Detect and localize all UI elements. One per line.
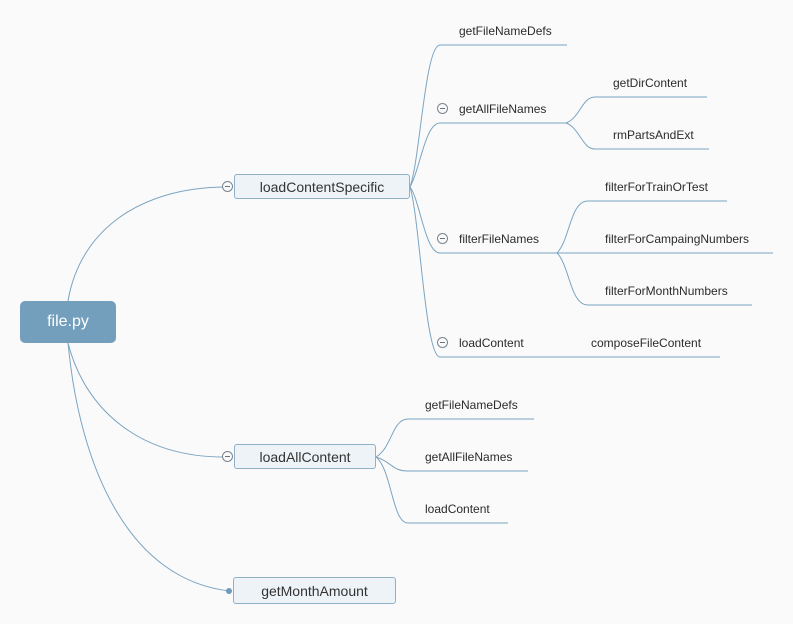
- collapse-filterfilenames-icon[interactable]: [437, 233, 448, 244]
- node-lac-loadcontent[interactable]: loadContent: [425, 502, 490, 516]
- connector-root-loadallcontent: [67, 342, 225, 458]
- node-loadcontentspecific[interactable]: loadContentSpecific: [234, 174, 410, 199]
- connector-lcs-getallfilenames: [409, 122, 566, 188]
- connector-ffn-train: [556, 200, 727, 254]
- node-lac-getfilenamedefs[interactable]: getFileNameDefs: [425, 398, 518, 412]
- node-getmonthamount[interactable]: getMonthAmount: [233, 577, 396, 604]
- node-rmpartsandext[interactable]: rmPartsAndExt: [613, 128, 694, 142]
- node-loadcontentspecific-label: loadContentSpecific: [259, 178, 385, 195]
- node-loadallcontent-label: loadAllContent: [259, 448, 351, 465]
- root-node-label: file.py: [47, 313, 89, 330]
- node-getmonthamount-label: getMonthAmount: [261, 582, 368, 599]
- node-loadallcontent[interactable]: loadAllContent: [234, 444, 376, 469]
- connector-ffn-month: [556, 252, 752, 306]
- collapse-loadcontent-icon[interactable]: [437, 337, 448, 348]
- connector-lac-loadcontent: [375, 456, 508, 524]
- node-getfilenamedefs[interactable]: getFileNameDefs: [459, 24, 552, 38]
- connector-endpoint-dot: [226, 588, 232, 594]
- connector-lac-getallfilenames: [375, 456, 528, 472]
- connector-lac-getfilenamedefs: [375, 418, 534, 458]
- collapse-loadallcontent-icon[interactable]: [222, 451, 233, 462]
- node-getallfilenames[interactable]: getAllFileNames: [459, 102, 547, 116]
- node-getdircontent[interactable]: getDirContent: [613, 76, 688, 90]
- connector-gafn-rmpartsandext: [565, 122, 709, 150]
- node-composefilecontent[interactable]: composeFileContent: [591, 336, 702, 350]
- node-filterforcampaingnumbers[interactable]: filterForCampaingNumbers: [605, 232, 750, 246]
- connector-lcs-filterfilenames: [409, 186, 557, 254]
- connector-lcs-loadcontent: [409, 186, 580, 358]
- connector-gafn-getdircontent: [565, 96, 707, 124]
- node-filterfilenames[interactable]: filterFileNames: [459, 232, 540, 246]
- connector-root-getmonthamount: [67, 342, 231, 592]
- root-node-file-py[interactable]: file.py: [20, 301, 116, 343]
- collapse-getallfilenames-icon[interactable]: [437, 103, 448, 114]
- connector-root-loadcontentspecific: [67, 186, 225, 302]
- connector-lcs-getfilenamedefs: [409, 44, 567, 188]
- node-lac-getallfilenames[interactable]: getAllFileNames: [425, 450, 513, 464]
- node-loadcontent[interactable]: loadContent: [459, 336, 524, 350]
- collapse-loadcontentspecific-icon[interactable]: [222, 181, 233, 192]
- node-filterformonthnumbers[interactable]: filterForMonthNumbers: [605, 284, 728, 298]
- node-filterfortrainortest[interactable]: filterForTrainOrTest: [605, 180, 708, 194]
